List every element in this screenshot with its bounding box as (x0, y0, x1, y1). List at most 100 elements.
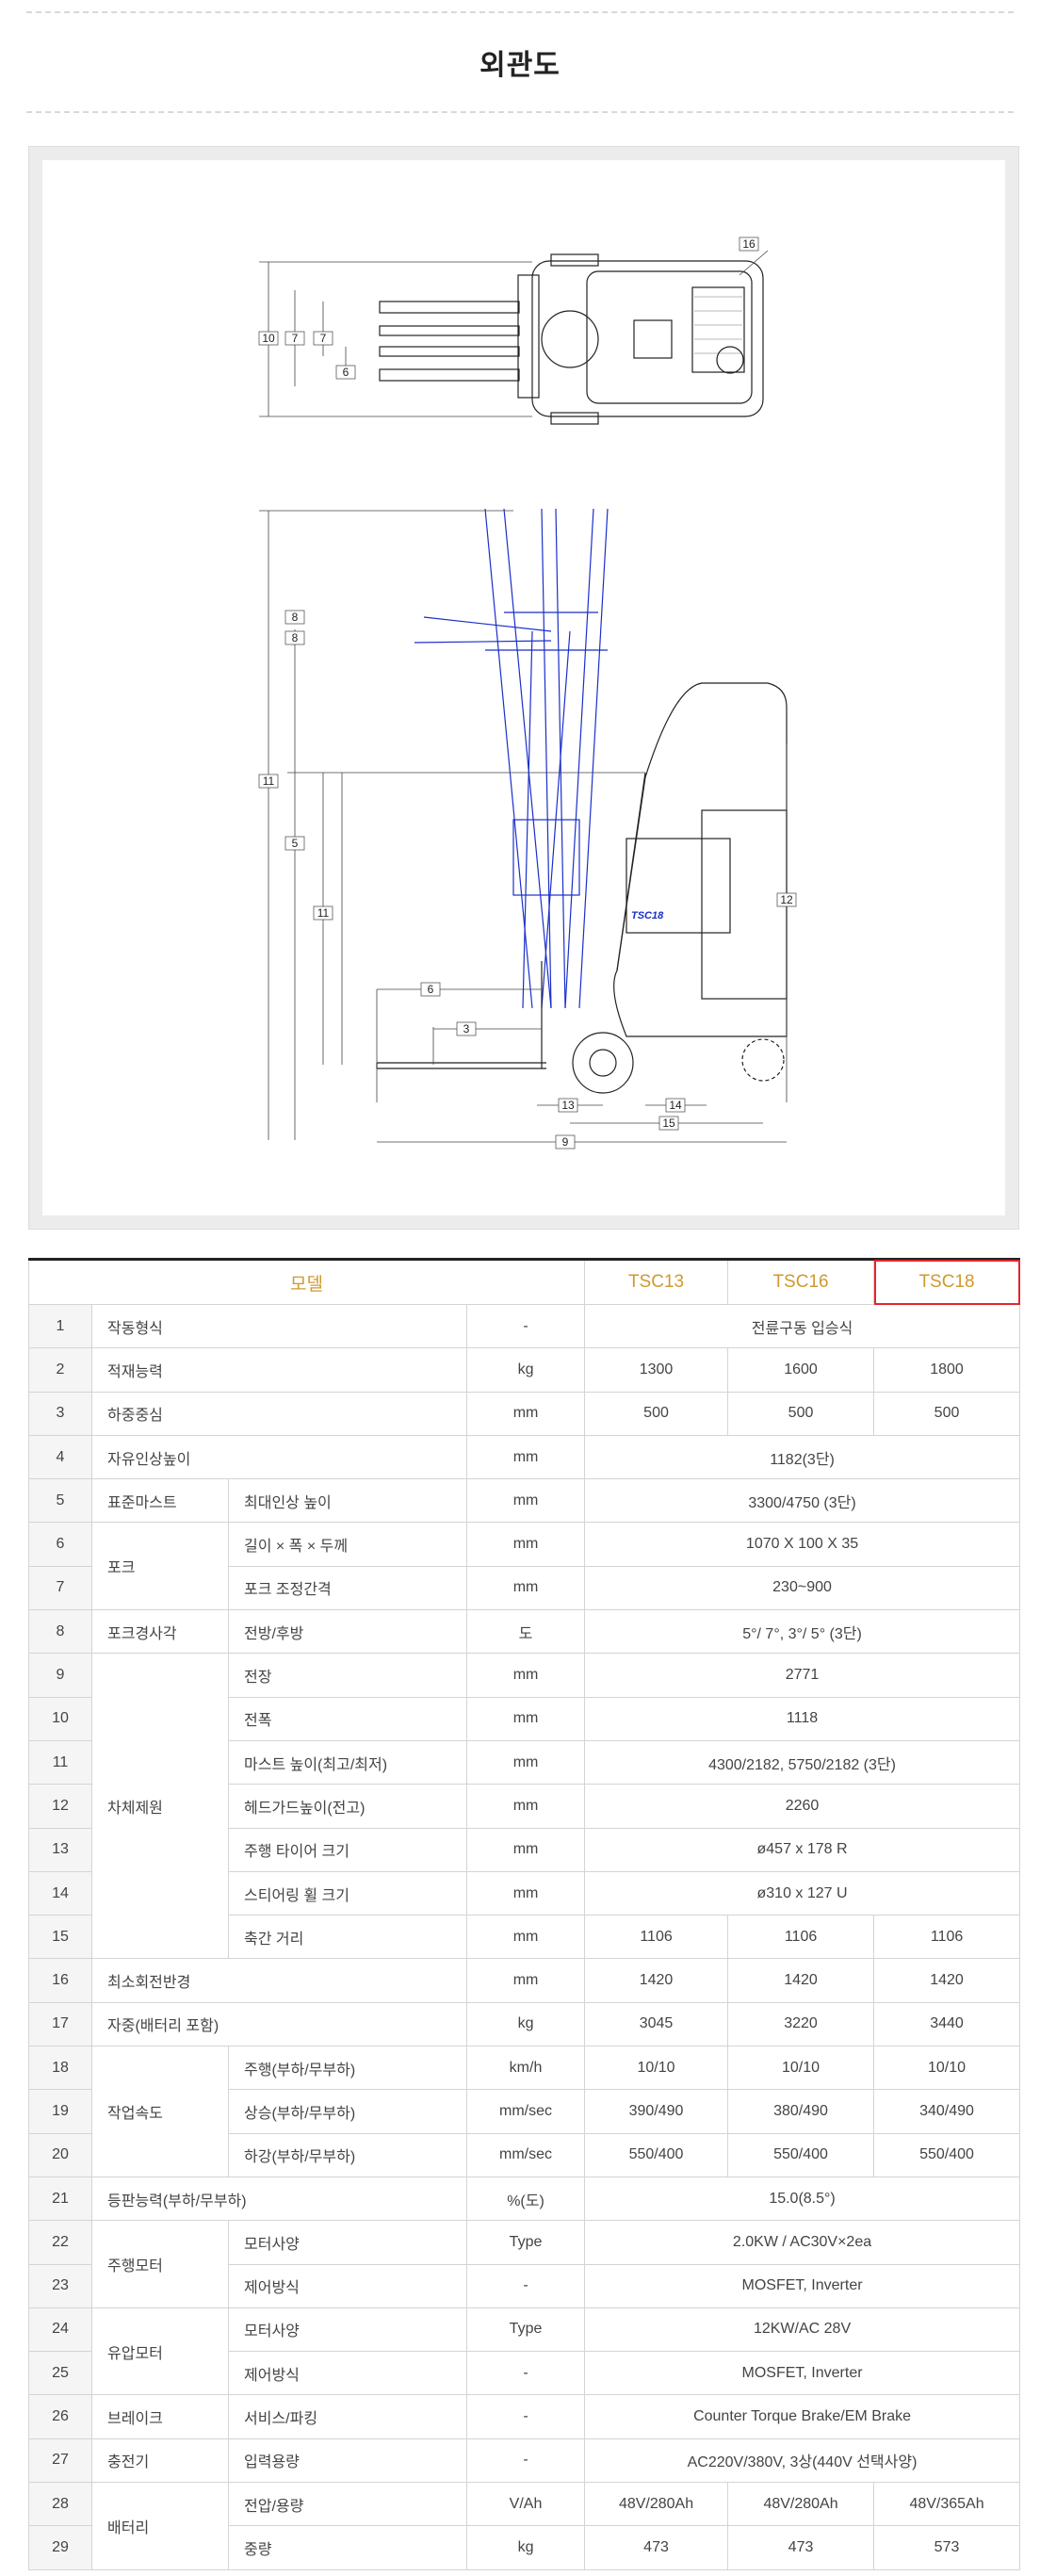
group-name-cell: 작업속도 (91, 2046, 229, 2177)
value-cell: 48V/280Ah (584, 2482, 729, 2527)
forklift-drawing-frame: TSC18 16 10 7 7 6 8 8 11 5 (28, 146, 1019, 1230)
unit-cell: kg (465, 1347, 586, 1393)
value-cell: 3045 (584, 2001, 729, 2047)
sub-item-cell: 전방/후방 (228, 1609, 467, 1655)
unit-cell: mm (465, 1653, 586, 1698)
unit-cell: mm (465, 1827, 586, 1872)
value-cell-merged: 1182(3단) (584, 1434, 1021, 1480)
forklift-drawing: TSC18 16 10 7 7 6 8 8 11 5 (42, 160, 1005, 1215)
unit-cell: - (465, 2437, 586, 2484)
unit-cell: mm (465, 1434, 586, 1480)
unit-cell: V/Ah (465, 2482, 586, 2527)
unit-cell: mm (465, 1784, 586, 1829)
sub-item-cell: 전압/용량 (228, 2482, 467, 2527)
dim-label-top-3: 7 (292, 332, 299, 345)
row-number-cell: 15 (28, 1915, 92, 1960)
row-number-cell: 27 (28, 2437, 92, 2484)
value-cell-merged: 1118 (584, 1696, 1021, 1741)
row-number-cell: 19 (28, 2089, 92, 2134)
top-view-body (531, 260, 764, 417)
sub-item-cell: 제어방식 (228, 2263, 467, 2308)
sub-item-cell: 최대인상 높이 (228, 1478, 467, 1524)
unit-cell: mm (465, 1391, 586, 1436)
sub-item-cell: 제어방식 (228, 2351, 467, 2396)
row-number-cell: 22 (28, 2220, 92, 2265)
row-number-cell: 11 (28, 1739, 92, 1785)
value-cell: 1420 (727, 1958, 875, 2003)
dim-label-side-9: 13 (561, 1099, 575, 1112)
unit-cell: mm (465, 1870, 586, 1916)
value-cell-merged: MOSFET, Inverter (584, 2263, 1021, 2308)
item-name-cell: 자유인상높이 (91, 1434, 467, 1480)
value-cell-merged: 12KW/AC 28V (584, 2307, 1021, 2353)
value-cell: 10/10 (873, 2046, 1021, 2091)
row-number-cell: 4 (28, 1434, 92, 1480)
sub-item-cell: 중량 (228, 2525, 467, 2570)
value-cell-merged: 230~900 (584, 1565, 1021, 1611)
unit-cell: mm (465, 1958, 586, 2003)
dim-label-side-10: 14 (669, 1099, 682, 1112)
group-name-cell: 포크경사각 (91, 1609, 229, 1655)
group-name-cell: 주행모터 (91, 2220, 229, 2308)
row-number-cell: 24 (28, 2307, 92, 2353)
dim-label-side-7: 6 (428, 983, 434, 996)
sub-item-cell: 하강(부하/무부하) (228, 2132, 467, 2177)
value-cell-merged: 2771 (584, 1653, 1021, 1698)
row-number-cell: 5 (28, 1478, 92, 1524)
value-cell-merged: 전륜구동 입승식 (584, 1303, 1021, 1349)
model-tsc18-header[interactable]: TSC18 (873, 1258, 1021, 1305)
value-cell-merged: 3300/4750 (3단) (584, 1478, 1021, 1524)
dim-label-side-6: 12 (780, 893, 793, 906)
sub-item-cell: 주행 타이어 크기 (228, 1827, 467, 1872)
value-cell: 3220 (727, 2001, 875, 2047)
unit-cell: - (465, 2263, 586, 2308)
value-cell: 473 (727, 2525, 875, 2570)
sub-item-cell: 상승(부하/무부하) (228, 2089, 467, 2134)
value-cell: 500 (873, 1391, 1021, 1436)
sub-item-cell: 마스트 높이(최고/최저) (228, 1739, 467, 1785)
value-cell: 550/400 (727, 2132, 875, 2177)
value-cell: 573 (873, 2525, 1021, 2570)
row-number-cell: 20 (28, 2132, 92, 2177)
drive-wheel (572, 1032, 634, 1094)
group-name-cell: 차체제원 (91, 1653, 229, 1960)
row-number-cell: 2 (28, 1347, 92, 1393)
value-cell: 1106 (873, 1915, 1021, 1960)
dim-label-side-8: 3 (463, 1022, 470, 1035)
unit-cell: - (465, 2394, 586, 2439)
mast-tilt-positions (414, 508, 609, 1009)
unit-cell: mm (465, 1565, 586, 1611)
sub-item-cell: 헤드가드높이(전고) (228, 1784, 467, 1829)
dim-label-top-1: 16 (742, 237, 756, 251)
value-cell: 1420 (873, 1958, 1021, 2003)
value-cell: 1106 (727, 1915, 875, 1960)
item-name-cell: 작동형식 (91, 1303, 467, 1349)
sub-item-cell: 길이 × 폭 × 두께 (228, 1522, 467, 1567)
dim-label-top-2: 10 (262, 332, 275, 345)
top-divider (26, 11, 1014, 13)
sub-item-cell: 전장 (228, 1653, 467, 1698)
value-cell-merged: 2260 (584, 1784, 1021, 1829)
value-cell: 10/10 (727, 2046, 875, 2091)
value-cell-merged: 2.0KW / AC30V×2ea (584, 2220, 1021, 2265)
unit-cell: mm (465, 1522, 586, 1567)
value-cell: 48V/365Ah (873, 2482, 1021, 2527)
value-cell-merged: Counter Torque Brake/EM Brake (584, 2394, 1021, 2439)
value-cell: 380/490 (727, 2089, 875, 2134)
group-name-cell: 충전기 (91, 2437, 229, 2484)
forklift-dimension-drawing: TSC18 16 10 7 7 6 8 8 11 5 (258, 236, 797, 1149)
value-cell-merged: MOSFET, Inverter (584, 2351, 1021, 2396)
unit-cell: km/h (465, 2046, 586, 2091)
item-name-cell: 적재능력 (91, 1347, 467, 1393)
model-header: 모델 (27, 1258, 586, 1305)
value-cell-merged: 4300/2182, 5750/2182 (3단) (584, 1739, 1021, 1785)
